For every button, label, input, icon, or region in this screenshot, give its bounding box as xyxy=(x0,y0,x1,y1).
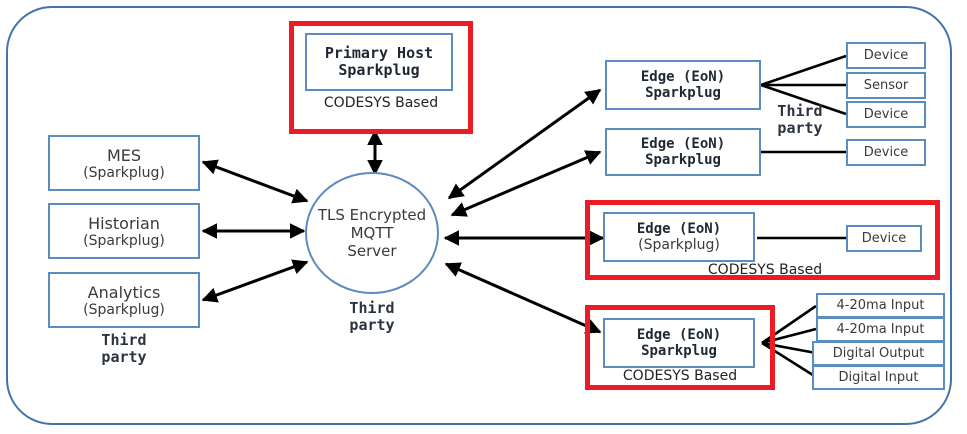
arrow-broker-edge2 xyxy=(450,150,602,217)
device-box-3-label: Device xyxy=(863,145,909,160)
edge-top-1-line1: Edge (EoN) xyxy=(640,69,726,85)
node-historian-protocol: (Sparkplug) xyxy=(83,232,165,249)
broker-third-party-label: Third party xyxy=(305,300,439,333)
edge-node-mid[interactable]: Edge (EoN) (Sparkplug) xyxy=(603,212,755,262)
edge-mid-line2: (Sparkplug) xyxy=(638,237,720,253)
node-historian-title: Historian xyxy=(88,213,160,233)
primary-host-highlight xyxy=(289,21,473,134)
node-analytics[interactable]: Analytics (Sparkplug) xyxy=(48,272,200,328)
left-third-party-line1: Third xyxy=(101,331,147,349)
edge-top-1-line2: Sparkplug xyxy=(645,85,721,101)
mqtt-broker-node[interactable]: TLS Encrypted MQTT Server xyxy=(305,172,439,294)
broker-third-party-line2: party xyxy=(349,315,395,334)
device-box-1[interactable]: Device xyxy=(846,42,926,69)
device-box-4-label: Device xyxy=(861,231,907,246)
right-group-third-party-label: Third party xyxy=(757,103,843,136)
io-box-analog-input-2-label: 4-20ma Input xyxy=(836,322,925,337)
edge-bottom-line2: Sparkplug xyxy=(641,343,717,359)
sensor-box-1[interactable]: Sensor xyxy=(846,72,926,99)
io-box-digital-input[interactable]: Digital Input xyxy=(812,365,945,390)
node-mes-title: MES xyxy=(106,145,142,165)
device-box-3[interactable]: Device xyxy=(846,139,926,166)
primary-host-line1: Primary Host xyxy=(324,44,434,63)
edge-mid-highlight xyxy=(585,200,940,280)
edge-top-2-line1: Edge (EoN) xyxy=(640,136,726,152)
edge-mid-line1: Edge (EoN) xyxy=(636,221,722,237)
broker-third-party-line1: Third xyxy=(349,299,395,317)
node-analytics-title: Analytics xyxy=(87,282,161,302)
device-box-1-label: Device xyxy=(863,48,909,63)
edge-bottom-caption: CODESYS Based xyxy=(622,368,738,384)
io-box-digital-output-label: Digital Output xyxy=(832,346,925,361)
io-box-digital-input-label: Digital Input xyxy=(838,370,919,385)
left-third-party-line2: party xyxy=(101,347,147,366)
io-box-analog-input-1[interactable]: 4-20ma Input xyxy=(816,293,945,318)
right-third-party-line2: party xyxy=(777,118,823,137)
primary-host-caption: CODESYS Based xyxy=(323,95,439,111)
node-mes[interactable]: MES (Sparkplug) xyxy=(48,135,200,191)
left-group-third-party-label: Third party xyxy=(48,332,200,365)
node-mes-protocol: (Sparkplug) xyxy=(83,164,165,181)
node-analytics-protocol: (Sparkplug) xyxy=(83,301,165,318)
arrow-broker-edge4 xyxy=(444,262,602,334)
io-box-digital-output[interactable]: Digital Output xyxy=(812,341,945,366)
edge-node-top-2[interactable]: Edge (EoN) Sparkplug xyxy=(605,128,761,176)
arrow-analytics-broker xyxy=(201,259,309,303)
edge-top-2-line2: Sparkplug xyxy=(645,152,721,168)
sensor-box-1-label: Sensor xyxy=(863,78,909,93)
edge-node-bottom[interactable]: Edge (EoN) Sparkplug xyxy=(603,318,755,368)
device-box-4[interactable]: Device xyxy=(846,225,922,252)
edge-mid-caption: CODESYS Based xyxy=(707,262,823,278)
io-box-analog-input-1-label: 4-20ma Input xyxy=(836,298,925,313)
edge-bottom-highlight xyxy=(585,305,775,390)
node-historian[interactable]: Historian (Sparkplug) xyxy=(48,203,200,259)
broker-line1: TLS Encrypted xyxy=(317,206,427,224)
device-box-2-label: Device xyxy=(863,107,909,122)
device-box-2[interactable]: Device xyxy=(846,101,926,128)
primary-host-line2: Sparkplug xyxy=(338,61,420,79)
edge-bottom-line1: Edge (EoN) xyxy=(636,327,722,343)
io-box-analog-input-2[interactable]: 4-20ma Input xyxy=(816,317,945,342)
right-third-party-line1: Third xyxy=(777,102,823,120)
edge-node-top-1[interactable]: Edge (EoN) Sparkplug xyxy=(605,60,761,110)
primary-host-node[interactable]: Primary Host Sparkplug xyxy=(305,33,453,91)
broker-line2: MQTT xyxy=(350,224,394,242)
arrow-mes-broker xyxy=(201,159,309,204)
broker-line3: Server xyxy=(347,242,397,260)
